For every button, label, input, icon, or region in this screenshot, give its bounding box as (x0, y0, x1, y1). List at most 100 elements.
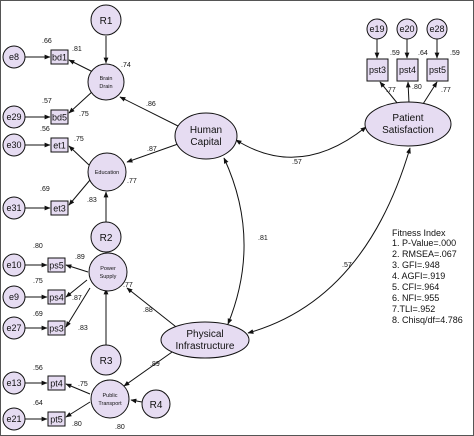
correlation-pi-ps (247, 147, 411, 334)
coef-bd1-r2: .66 (42, 38, 52, 45)
indicator-et1-label: et1 (53, 141, 66, 151)
arrow-transport-pt5 (65, 401, 91, 418)
residual-r4 (141, 389, 171, 419)
coef-power-r2: .77 (123, 282, 133, 289)
latent-human-capital (174, 112, 238, 160)
indicator-pst5-label: pst5 (429, 65, 446, 75)
indicator-ps3 (47, 320, 66, 336)
arrow-brain-bd5 (68, 90, 94, 114)
correlation-hc-ps (235, 126, 367, 158)
indicator-et1 (50, 137, 69, 153)
indicator-bd5 (50, 109, 69, 125)
arrow-pi-power-supply (126, 287, 181, 331)
error-e19-label: e19 (369, 24, 384, 34)
error-e29 (2, 105, 26, 129)
error-e20 (396, 18, 418, 40)
error-e27 (2, 316, 26, 340)
power-supply-label-1: Power (100, 266, 116, 272)
patient-satisfaction-label-1: Patient (392, 113, 423, 124)
subfactor-nodes: Brain Drain Education Power Supply Publi… (87, 63, 130, 419)
coef-pst3-load: .77 (386, 87, 396, 94)
coef-pst5-load: .77 (441, 87, 451, 94)
indicator-ps5 (47, 257, 66, 273)
error-e8-label: e8 (9, 52, 19, 62)
coef-et3-r2: .69 (40, 186, 50, 193)
fitness-line: 6. NFI=.955 (392, 293, 439, 303)
fitness-title: Fitness Index (392, 228, 446, 238)
error-e30 (2, 133, 26, 157)
error-e30-label: e30 (6, 140, 21, 150)
coef-corr-hc-pi: .81 (258, 235, 268, 242)
correlation-hc-pi (223, 157, 245, 325)
coef-ps3-r2: .69 (33, 311, 43, 318)
error-e21-label: e21 (6, 414, 21, 424)
coef-ps3-load: .83 (78, 325, 88, 332)
indicator-pt5-label: pt5 (50, 415, 63, 425)
error-nodes: e8 e29 e30 e31 e10 e9 e27 e13 e21 e19 e2… (2, 18, 448, 431)
error-e9-label: e9 (9, 292, 19, 302)
arrow-hc-brain-drain (119, 96, 181, 128)
residual-nodes: R1 R2 R3 R4 (90, 4, 171, 419)
indicator-bd1 (50, 49, 69, 65)
indicator-bd5-label: bd5 (52, 113, 67, 123)
indicator-pt4 (47, 375, 66, 391)
residual-r1-label: R1 (100, 16, 113, 27)
human-capital-label-2: Capital (190, 137, 221, 148)
latent-nodes: Human Capital Physical Infrastructure Pa… (160, 101, 452, 359)
indicator-pst4-label: pst4 (399, 65, 416, 75)
coef-edu-path: .87 (147, 146, 157, 153)
coef-pst4-r2: .64 (418, 50, 428, 57)
arrow-ps-pst3 (379, 81, 399, 105)
coef-bd5-load: .75 (79, 111, 89, 118)
physical-infrastructure-label-1: Physical (186, 329, 223, 340)
error-e8 (2, 45, 26, 69)
indicator-nodes: bd1 bd5 et1 et3 ps5 ps4 ps3 pt4 pt5 pst3… (47, 49, 449, 427)
indicator-pt5 (47, 411, 66, 427)
arrow-power-ps3 (65, 287, 91, 328)
error-e31 (2, 196, 26, 220)
brain-drain-label-2: Drain (99, 84, 112, 90)
error-e21 (2, 407, 26, 431)
arrow-ps-pst5 (422, 81, 438, 105)
coef-ps5-load: .89 (75, 254, 85, 261)
subfactor-brain-drain (87, 63, 125, 101)
indicator-et3-label: et3 (53, 204, 66, 214)
arrow-edu-et3 (68, 179, 91, 206)
coef-et3-load: .83 (87, 197, 97, 204)
error-e28-label: e28 (429, 24, 444, 34)
coef-brain-path: .86 (146, 101, 156, 108)
fitness-line: 8. Chisq/df=4.786 (392, 315, 463, 325)
arrow-power-ps5 (65, 264, 89, 273)
error-e10 (2, 253, 26, 277)
public-transport-label-2: Transport (98, 401, 122, 407)
residual-r4-label: R4 (150, 400, 163, 411)
education-label: Education (95, 170, 119, 176)
physical-infrastructure-label-2: Infrastructure (176, 341, 235, 352)
public-transport-label-1: Public (103, 393, 118, 399)
indicator-pst5 (426, 58, 449, 82)
residual-r3 (90, 344, 122, 376)
indicator-pst4 (396, 58, 419, 82)
brain-drain-label-1: Brain (100, 76, 113, 82)
error-e10-label: e10 (6, 260, 21, 270)
fitness-line: 7.TLI=.952 (392, 304, 435, 314)
indicator-ps4-label: ps4 (49, 293, 64, 303)
error-e9 (2, 285, 26, 309)
coef-et1-load: .75 (74, 136, 84, 143)
latent-patient-satisfaction (364, 101, 452, 147)
error-e28 (426, 18, 448, 40)
arrow-brain-bd1 (68, 59, 94, 73)
arrow-transport-pt4 (65, 383, 91, 395)
arrow-ps-pst4 (405, 81, 411, 104)
coef-transport-path: .89 (150, 361, 160, 368)
coef-ps5-r2: .80 (33, 243, 43, 250)
latent-physical-infrastructure (160, 321, 250, 359)
coef-pst4-load: .80 (412, 84, 422, 91)
subfactor-education (87, 152, 127, 192)
coef-pt5-load: .80 (72, 421, 82, 428)
error-e13-label: e13 (6, 378, 21, 388)
fitness-line: 4. AGFI=.919 (392, 271, 445, 281)
coef-transport-r2: .80 (115, 424, 125, 431)
coef-bd5-r2: .57 (42, 98, 52, 105)
